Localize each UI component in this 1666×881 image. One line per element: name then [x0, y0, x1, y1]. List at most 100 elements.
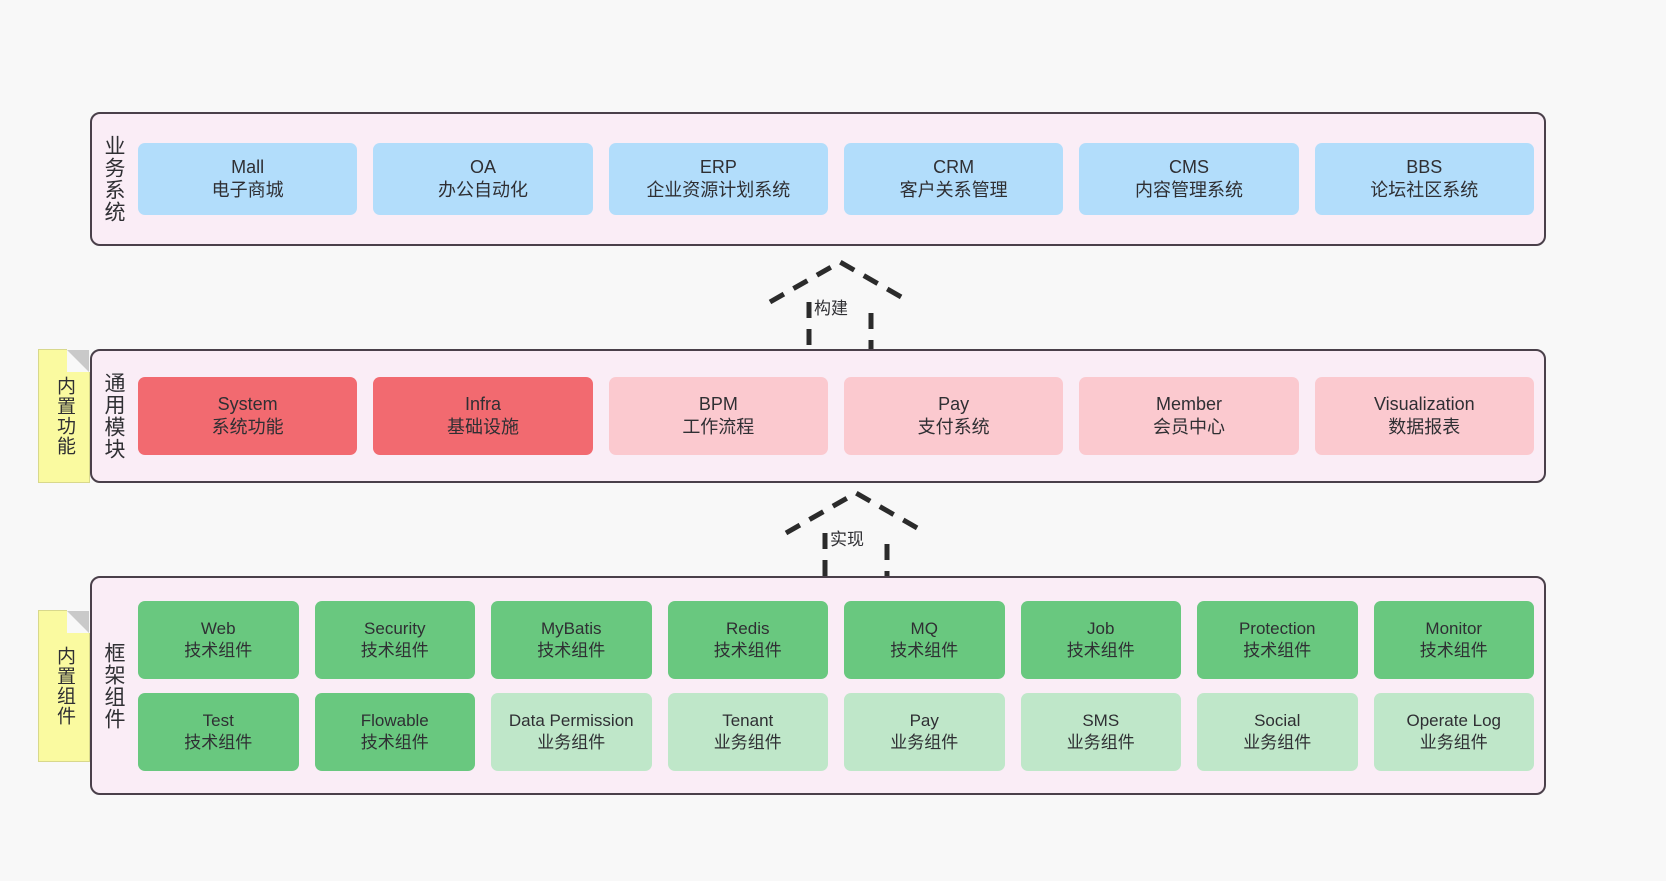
card-subtitle: 业务组件 — [537, 732, 606, 752]
card-redis[interactable]: Redis 技术组件 — [667, 600, 828, 679]
card-subtitle: 办公自动化 — [437, 180, 528, 200]
card-subtitle: 技术组件 — [890, 640, 959, 660]
card-subtitle: 业务组件 — [1419, 732, 1488, 752]
card-oa[interactable]: OA 办公自动化 — [373, 143, 593, 215]
card-subtitle: 技术组件 — [1419, 640, 1488, 660]
card-title: CMS — [1168, 156, 1209, 177]
card-infra[interactable]: Infra 基础设施 — [373, 377, 593, 455]
card-title: Mall — [231, 156, 265, 177]
card-subtitle: 客户关系管理 — [899, 180, 1008, 200]
card-title: ERP — [699, 156, 737, 177]
card-subtitle: 业务组件 — [890, 732, 959, 752]
card-subtitle: 企业资源计划系统 — [646, 180, 791, 200]
card-subtitle: 电子商城 — [211, 180, 284, 200]
card-mybatis[interactable]: MyBatis 技术组件 — [491, 600, 652, 679]
cards-row: Mall 电子商城 OA 办公自动化 ERP 企业资源计划系统 CRM 客户关系… — [138, 143, 1534, 215]
card-sms[interactable]: SMS 业务组件 — [1020, 692, 1181, 771]
card-subtitle: 支付系统 — [917, 417, 990, 437]
card-title: Protection — [1238, 618, 1316, 638]
card-subtitle: 工作流程 — [682, 417, 755, 437]
cards-area-module: System 系统功能 Infra 基础设施 BPM 工作流程 Pay 支付系统… — [134, 351, 1544, 481]
card-title: Security — [364, 618, 426, 638]
card-subtitle: 技术组件 — [713, 640, 782, 660]
card-title: BBS — [1406, 156, 1443, 177]
layer-title-framework: 框架组件 — [102, 641, 126, 730]
card-mall[interactable]: Mall 电子商城 — [138, 143, 358, 215]
card-title: Flowable — [360, 710, 429, 730]
card-title: Redis — [726, 618, 770, 638]
card-title: Monitor — [1425, 618, 1483, 638]
card-title: Visualization — [1373, 393, 1475, 414]
card-subtitle: 业务组件 — [1066, 732, 1135, 752]
card-protection[interactable]: Protection 技术组件 — [1197, 600, 1358, 679]
arrow-label-build: 构建 — [814, 299, 848, 318]
card-title: Operate Log — [1406, 710, 1501, 730]
card-title: CRM — [933, 156, 975, 177]
card-bbs[interactable]: BBS 论坛社区系统 — [1314, 143, 1534, 215]
layer-title-business: 业务系统 — [102, 135, 126, 223]
layer-framework-components: 框架组件 Web 技术组件 Security 技术组件 MyBatis 技术组件… — [90, 576, 1546, 795]
cards-row: System 系统功能 Infra 基础设施 BPM 工作流程 Pay 支付系统… — [138, 377, 1534, 455]
generalization-arrow-icon — [784, 490, 928, 586]
card-title: Pay — [938, 393, 970, 414]
card-title: Infra — [464, 393, 501, 414]
card-mq[interactable]: MQ 技术组件 — [844, 600, 1005, 679]
card-title: Job — [1087, 618, 1115, 638]
card-system[interactable]: System 系统功能 — [138, 377, 358, 455]
card-subtitle: 技术组件 — [360, 640, 429, 660]
card-title: Pay — [909, 710, 939, 730]
generalization-arrow-icon — [768, 259, 912, 355]
card-subtitle: 技术组件 — [1066, 640, 1135, 660]
layer-business-systems: 业务系统 Mall 电子商城 OA 办公自动化 ERP 企业资源计划系统 CRM… — [90, 112, 1546, 246]
card-subtitle: 内容管理系统 — [1134, 180, 1243, 200]
card-crm[interactable]: CRM 客户关系管理 — [843, 143, 1064, 215]
card-title: Social — [1254, 710, 1301, 730]
card-operate-log[interactable]: Operate Log 业务组件 — [1373, 692, 1534, 771]
card-title: Test — [202, 710, 234, 730]
cards-row: Web 技术组件 Security 技术组件 MyBatis 技术组件 Redi… — [138, 600, 1534, 679]
note-builtin-functions: 内置功能 — [38, 349, 90, 483]
card-visualization[interactable]: Visualization 数据报表 — [1314, 377, 1534, 455]
note-builtin-components: 内置组件 — [38, 610, 90, 762]
card-title: Tenant — [722, 710, 774, 730]
card-title: System — [217, 393, 278, 414]
card-subtitle: 技术组件 — [360, 732, 429, 752]
card-security[interactable]: Security 技术组件 — [314, 600, 475, 679]
card-monitor[interactable]: Monitor 技术组件 — [1373, 600, 1534, 679]
card-title: MQ — [910, 618, 938, 638]
card-pay-module[interactable]: Pay 支付系统 — [843, 377, 1064, 455]
card-subtitle: 基础设施 — [446, 417, 519, 437]
card-tenant[interactable]: Tenant 业务组件 — [667, 692, 828, 771]
card-subtitle: 业务组件 — [1243, 732, 1312, 752]
card-member[interactable]: Member 会员中心 — [1079, 377, 1299, 455]
layer-title-module: 通用模块 — [102, 372, 126, 460]
card-erp[interactable]: ERP 企业资源计划系统 — [608, 143, 828, 215]
arrow-realize: 实现 — [768, 487, 968, 587]
card-subtitle: 系统功能 — [211, 417, 284, 437]
card-data-permission[interactable]: Data Permission 业务组件 — [491, 692, 652, 771]
card-cms[interactable]: CMS 内容管理系统 — [1079, 143, 1299, 215]
note-label: 内置组件 — [53, 646, 75, 726]
card-title: Member — [1155, 393, 1222, 414]
card-title: MyBatis — [541, 618, 602, 638]
cards-area-framework: Web 技术组件 Security 技术组件 MyBatis 技术组件 Redi… — [134, 578, 1544, 793]
card-flowable[interactable]: Flowable 技术组件 — [314, 692, 475, 771]
arrow-build: 构建 — [752, 256, 952, 356]
card-pay-component[interactable]: Pay 业务组件 — [844, 692, 1005, 771]
card-test[interactable]: Test 技术组件 — [138, 692, 299, 771]
cards-row: Test 技术组件 Flowable 技术组件 Data Permission … — [138, 692, 1534, 771]
card-web[interactable]: Web 技术组件 — [138, 600, 299, 679]
arrow-label-realize: 实现 — [830, 530, 864, 549]
layer-common-modules: 通用模块 System 系统功能 Infra 基础设施 BPM 工作流程 Pay… — [90, 349, 1546, 483]
card-subtitle: 技术组件 — [537, 640, 606, 660]
card-title: Web — [200, 618, 236, 638]
card-bpm[interactable]: BPM 工作流程 — [608, 377, 828, 455]
card-social[interactable]: Social 业务组件 — [1197, 692, 1358, 771]
card-job[interactable]: Job 技术组件 — [1020, 600, 1181, 679]
card-subtitle: 技术组件 — [184, 732, 253, 752]
note-label: 内置功能 — [53, 376, 75, 456]
card-title: Data Permission — [508, 710, 634, 730]
card-subtitle: 业务组件 — [713, 732, 782, 752]
card-title: BPM — [698, 393, 738, 414]
